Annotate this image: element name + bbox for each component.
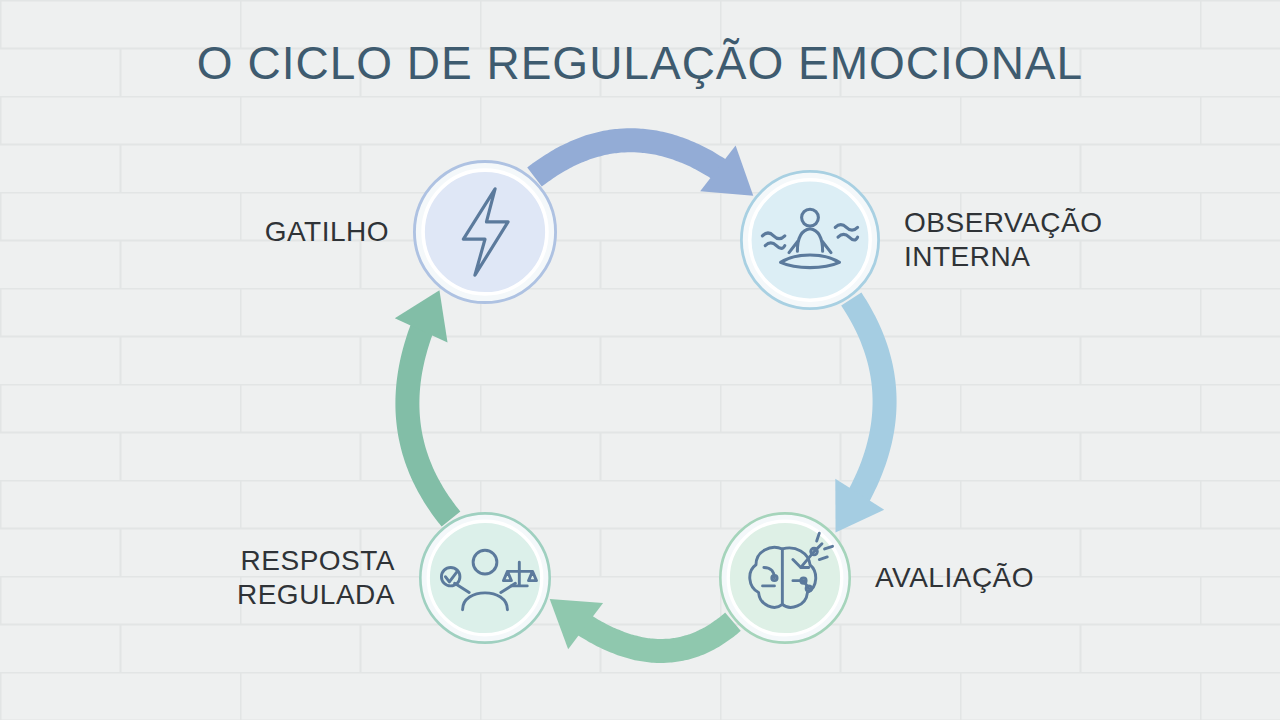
step-circle [413,160,557,304]
cycle-step: RESPOSTA REGULADA [419,512,551,644]
arrow-head [550,599,603,649]
arrow-head [835,479,884,533]
arrow-body [584,622,733,651]
step-icon [750,533,833,607]
step-circle [419,512,551,644]
cycle-step: OBSERVAÇÃO INTERNA [740,170,880,310]
step-icon [463,189,508,275]
arrow-body [851,299,884,496]
step-circle [740,170,880,310]
arrow-head [395,290,448,342]
step-label: RESPOSTA REGULADA [195,544,395,611]
step-circle [719,512,851,644]
arrow-head [700,145,753,195]
step-label: AVALIAÇÃO [875,561,1105,595]
step-icon [762,209,857,267]
step-icon [441,550,536,609]
cycle-step: AVALIAÇÃO [719,512,851,644]
cycle-arrow [835,299,884,533]
arrow-body [407,329,451,520]
step-label: GATILHO [159,215,389,249]
cycle-arrow [395,290,451,519]
arrow-body [535,140,720,177]
diagram-title: O CICLO DE REGULAÇÃO EMOCIONAL [0,36,1280,90]
cycle-arrow [550,599,733,651]
step-label: OBSERVAÇÃO INTERNA [904,206,1134,273]
cycle-arrow [535,140,754,195]
cycle-step: GATILHO [413,160,557,304]
